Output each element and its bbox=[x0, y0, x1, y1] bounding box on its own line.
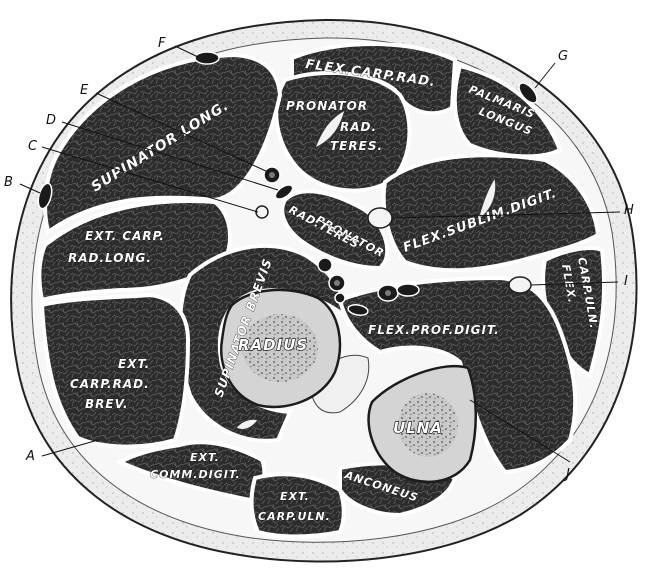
label-pronator-rad-teres-2: RAD. bbox=[340, 120, 377, 134]
ulnar-nerve bbox=[509, 277, 531, 293]
letter-C: C bbox=[28, 139, 38, 154]
label-ext-comm-digit-2: COMM.DIGIT. bbox=[150, 468, 241, 481]
label-ext-carp-rad-brev-1: EXT. bbox=[118, 357, 150, 371]
vessel-cephalic-vein bbox=[195, 52, 219, 64]
letter-B: B bbox=[4, 175, 13, 190]
label-pronator-rad-teres-1: PRONATOR bbox=[286, 99, 368, 113]
label-ext-carp-rad-brev-2: CARP.RAD. bbox=[70, 377, 150, 391]
letter-G: G bbox=[558, 49, 568, 64]
letter-H: H bbox=[624, 203, 634, 218]
letter-I: I bbox=[624, 274, 628, 289]
letter-E: E bbox=[80, 83, 89, 98]
label-ext-comm-digit-1: EXT. bbox=[190, 451, 220, 464]
label-ext-carp-rad-brev-3: BREV. bbox=[85, 397, 129, 411]
label-radius: RADIUS bbox=[238, 336, 308, 354]
label-ext-carp-rad-long-1: EXT. CARP. bbox=[85, 229, 165, 243]
label-flex-prof-digit: FLEX.PROF.DIGIT. bbox=[368, 323, 500, 337]
label-ulna: ULNA bbox=[393, 419, 443, 437]
muscle-ext-carp-uln bbox=[252, 474, 344, 536]
label-pronator-rad-teres-3: TERES. bbox=[330, 139, 383, 153]
letter-A: A bbox=[25, 449, 35, 464]
label-ext-carp-uln-2: CARP.ULN. bbox=[258, 510, 331, 523]
letter-D: D bbox=[46, 113, 56, 128]
label-ext-carp-rad-long-2: RAD.LONG. bbox=[68, 251, 152, 265]
label-ext-carp-uln-1: EXT. bbox=[280, 490, 310, 503]
median-nerve bbox=[368, 208, 392, 228]
letter-F: F bbox=[158, 36, 166, 51]
callout-G: G bbox=[535, 49, 568, 88]
